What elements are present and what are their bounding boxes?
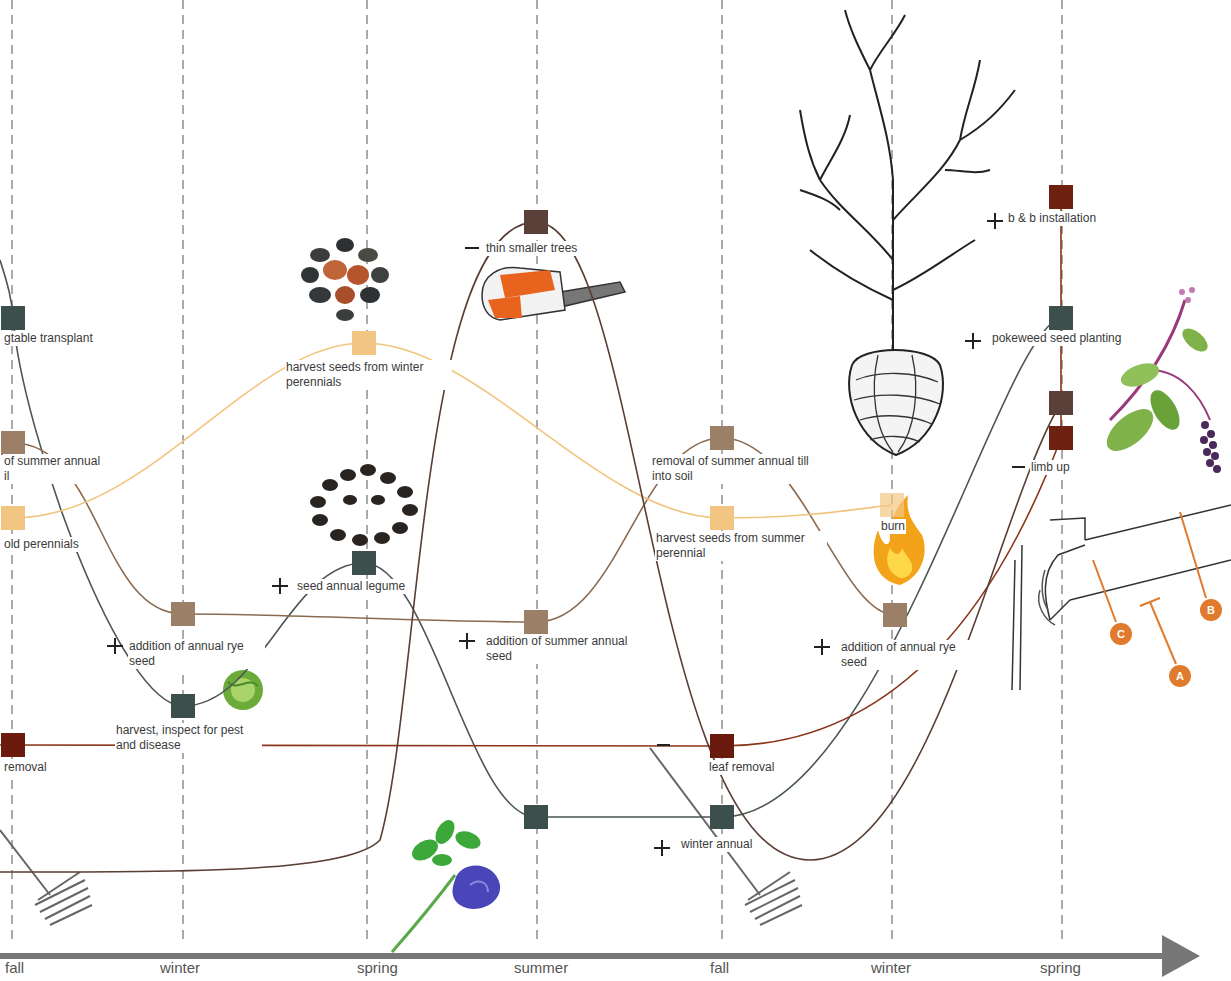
season-label: winter (869, 959, 913, 977)
tree (800, 10, 1015, 370)
task-label: harvest seeds from summer perennial (655, 531, 827, 561)
callout-letter: A (1169, 665, 1191, 687)
root-ball (849, 350, 943, 455)
season-label: winter (158, 959, 202, 977)
limb-up-sketch (1012, 505, 1231, 690)
rake (0, 748, 802, 925)
task-label: gtable transplant (3, 331, 94, 346)
task-label: burn (880, 519, 906, 534)
season-guides (12, 0, 1062, 945)
task-label: harvest seeds from winter perennials (285, 360, 452, 390)
task-label: leaf removal (708, 760, 775, 775)
task-label: addition of annual rye seed (840, 640, 982, 670)
chainsaw (482, 267, 625, 320)
task-label: pokeweed seed planting (991, 331, 1122, 346)
blue-flower (392, 817, 500, 952)
seed-cluster (301, 238, 389, 321)
task-label: addition of summer annual seed (485, 634, 642, 664)
task-label: limb up (1030, 460, 1071, 475)
pokeweed (1100, 287, 1221, 473)
bean-cluster (310, 464, 418, 546)
task-label: removal (3, 760, 48, 775)
season-label: spring (355, 959, 400, 977)
time-axis (0, 935, 1200, 977)
season-label: summer (512, 959, 570, 977)
task-label: old perennials (3, 537, 80, 552)
task-label: addition of annual rye seed (128, 639, 265, 669)
task-label: winter annual (680, 837, 753, 852)
task-label: b & b installation (1007, 211, 1097, 226)
event-markers (1, 185, 1073, 829)
callout-letter: B (1200, 599, 1222, 621)
task-label: harvest, inspect for pest and disease (115, 723, 262, 753)
cabbage (223, 670, 263, 710)
season-label: fall (708, 959, 731, 977)
task-label: thin smaller trees (485, 241, 578, 256)
timeline-curves (0, 197, 1061, 872)
callout-leaders (1093, 512, 1206, 664)
task-label: of summer annual il (3, 454, 105, 484)
season-label: spring (1038, 959, 1083, 977)
task-label: removal of summer annual till into soil (651, 454, 813, 484)
task-label: seed annual legume (296, 579, 406, 594)
plus-minus-signs (107, 213, 1025, 856)
season-label: fall (3, 959, 26, 977)
callout-letter: C (1110, 623, 1132, 645)
